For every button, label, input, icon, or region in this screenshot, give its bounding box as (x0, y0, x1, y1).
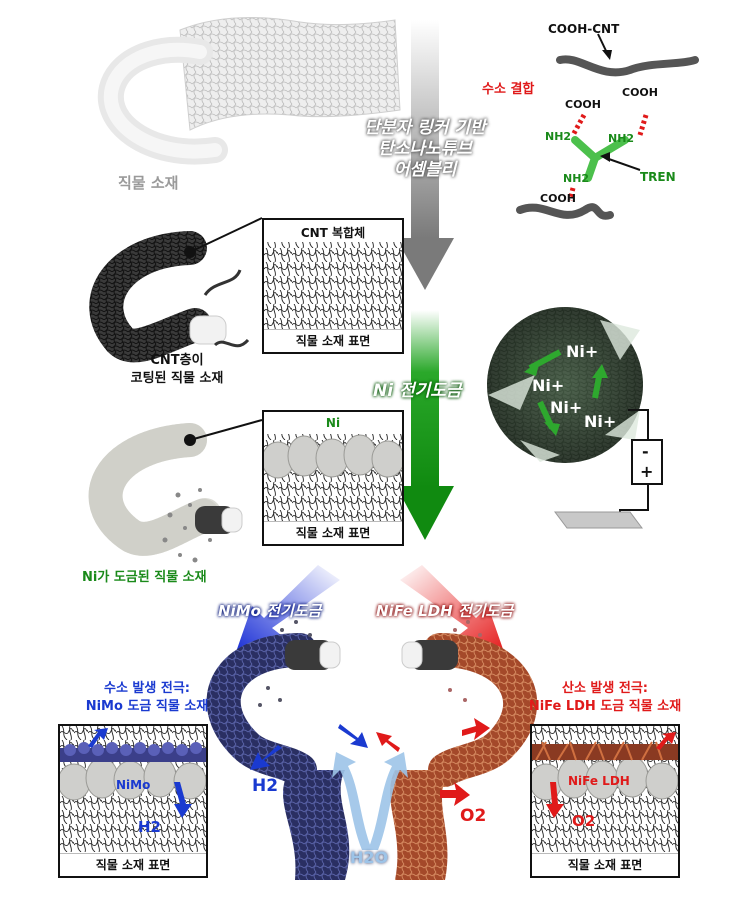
gray-process-arrow (396, 20, 454, 290)
molecule-diagram (516, 33, 699, 220)
cooh-label-1: COOH (565, 98, 601, 111)
o2-label: O2 (460, 806, 487, 826)
cnt-inset-title: CNT 복합체 (300, 226, 366, 240)
nife-inset-surface-label: 직물 소재 표면 (532, 853, 678, 876)
h2-arrows (250, 724, 368, 770)
oer-line2: NiFe LDH 도금 직물 소재 (528, 699, 682, 714)
o2-arrows (376, 718, 490, 806)
her-line2: NiMo 도금 직물 소재 (85, 699, 209, 714)
blue-process-arrow (236, 565, 340, 652)
battery-minus: - (642, 442, 649, 461)
water-arrows (332, 752, 408, 850)
cnt-coated-label: CNT층이 코팅된 직물 소재 (112, 352, 242, 388)
nife-inset-title: NiFe LDH (568, 774, 630, 788)
ni-ion-3: Ni+ (550, 398, 583, 417)
hydrogen-bond-label: 수소 결합 (482, 82, 535, 97)
nimo-inset-h2: H2 (138, 818, 161, 836)
cnt-composite-inset: CNT 복합체 직물 소재 표면 (262, 218, 404, 354)
cnt-assembly-line2: 탄소나노튜브 (378, 139, 472, 159)
nimo-yarn (206, 620, 350, 880)
cooh-label-3: COOH (540, 192, 576, 205)
tren-label: TREN (640, 170, 676, 184)
h2o-label: H2O (350, 848, 389, 867)
ni-inset-surface-label: 직물 소재 표면 (264, 521, 402, 544)
nimo-inset: NiMo H2 직물 소재 표면 (58, 724, 208, 878)
cnt-coated-line1: CNT층이 (150, 353, 204, 368)
ni-ion-2: Ni+ (532, 376, 565, 395)
ni-ion-circle (487, 307, 643, 463)
white-textile-sheet (179, 17, 401, 131)
nife-plating-arrow-label: NiFe LDH 전기도금 (376, 602, 514, 620)
her-electrode-label: 수소 발생 전극: NiMo 도금 직물 소재 (52, 680, 242, 716)
nife-inset: NiFe LDH O2 직물 소재 표면 (530, 724, 680, 878)
cnt-coated-line2: 코팅된 직물 소재 (130, 371, 224, 386)
cnt-assembly-line1: 단분자 링커 기반 (364, 118, 486, 138)
ni-inset: Ni 직물 소재 표면 (262, 410, 404, 546)
nimo-inset-title: NiMo (116, 778, 151, 792)
electrode-plate (554, 511, 643, 529)
cnt-coated-yarn (89, 231, 212, 363)
nh2-label-3: NH2 (563, 172, 590, 185)
ni-plated-label: Ni가 도금된 직물 소재 (82, 570, 207, 585)
textile-label: 직물 소재 (118, 174, 179, 192)
green-process-arrow (396, 310, 454, 540)
nimo-plating-arrow-label: NiMo 전기도금 (218, 602, 322, 620)
her-line1: 수소 발생 전극: (103, 681, 190, 696)
cooh-cnt-label: COOH-CNT (548, 22, 620, 36)
oer-line1: 산소 발생 전극: (561, 681, 648, 696)
h2-label: H2 (252, 776, 279, 796)
ni-ion-1: Ni+ (566, 342, 599, 361)
nife-yarn (390, 620, 538, 880)
cooh-label-2: COOH (622, 86, 658, 99)
ni-plating-arrow-label: Ni 전기도금 (373, 381, 462, 401)
nife-inset-o2: O2 (572, 812, 596, 830)
cnt-inset-surface-label: 직물 소재 표면 (264, 329, 402, 352)
oer-electrode-label: 산소 발생 전극: NiFe LDH 도금 직물 소재 (500, 680, 710, 716)
red-process-arrow (400, 565, 504, 652)
battery-plus: + (640, 462, 654, 481)
nh2-label-1: NH2 (545, 130, 572, 143)
ni-inset-title: Ni (325, 416, 341, 430)
ni-ion-4: Ni+ (584, 412, 617, 431)
cnt-assembly-arrow-label: 단분자 링커 기반 탄소나노튜브 어셈블리 (345, 118, 505, 181)
nh2-label-2: NH2 (608, 132, 635, 145)
cnt-assembly-line3: 어셈블리 (393, 160, 457, 180)
nimo-inset-surface-label: 직물 소재 표면 (60, 853, 206, 876)
